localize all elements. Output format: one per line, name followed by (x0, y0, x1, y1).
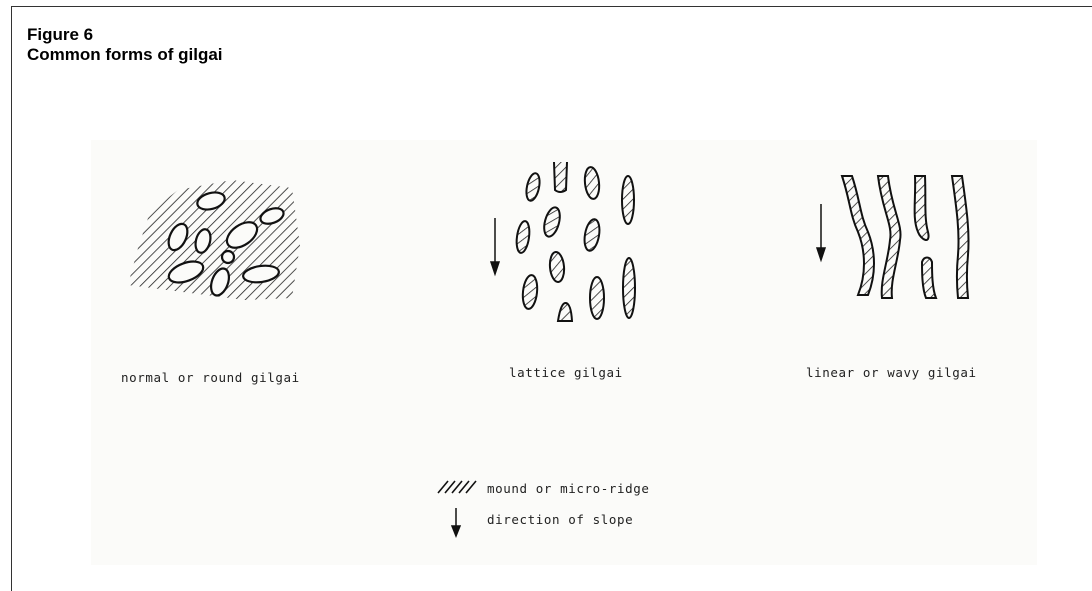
legend-arrow-symbol (450, 508, 462, 539)
linear-gilgai-diagram (815, 175, 970, 299)
figure-heading: Figure 6 Common forms of gilgai (27, 25, 223, 65)
figure-frame (11, 6, 1092, 591)
figure-title: Common forms of gilgai (27, 45, 223, 64)
caption-linear: linear or wavy gilgai (806, 365, 977, 380)
legend-arrow-label: direction of slope (487, 512, 634, 527)
round-gilgai-diagram (128, 180, 300, 300)
caption-round: normal or round gilgai (121, 370, 300, 385)
slope-arrow-linear (815, 204, 827, 263)
figure-number: Figure 6 (27, 25, 94, 44)
legend-hatch-label: mound or micro-ridge (487, 481, 650, 496)
depression (196, 191, 226, 211)
legend-hatch-symbol (437, 480, 477, 494)
caption-lattice: lattice gilgai (509, 365, 623, 380)
slope-arrow-lattice (489, 218, 501, 277)
lattice-gilgai-diagram (489, 161, 636, 322)
